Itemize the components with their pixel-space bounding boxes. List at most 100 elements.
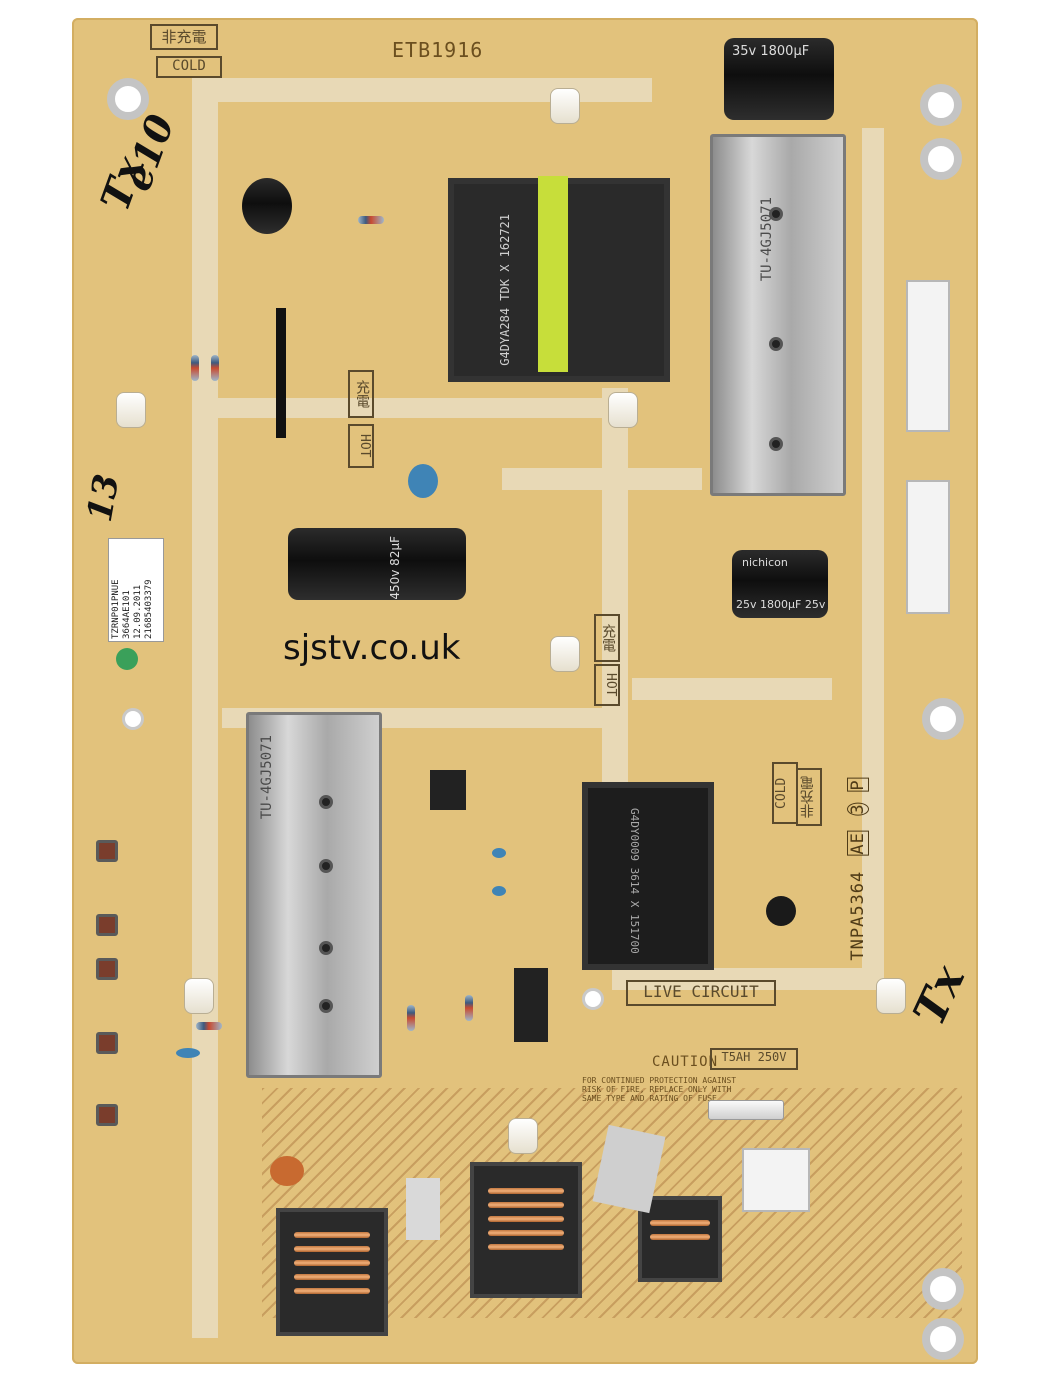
coil-winding bbox=[488, 1202, 564, 1208]
capacitor-mid-right-brand: nichicon bbox=[742, 556, 788, 569]
board-button bbox=[96, 1104, 118, 1126]
barcode-sticker: TZRNP01PNUE 3664AE101 12.09.2011 2168540… bbox=[108, 538, 164, 642]
coil-winding bbox=[294, 1260, 370, 1266]
revision-text: AE bbox=[847, 831, 869, 856]
revision-p: P bbox=[847, 778, 869, 792]
coil-winding bbox=[294, 1246, 370, 1252]
cold-label-top: COLD bbox=[156, 56, 222, 78]
secondary-transformer: G4DY0009 3614 X 151700 bbox=[582, 782, 714, 970]
heatsink-left-text: TU-4GJ5071 bbox=[259, 735, 275, 820]
model-marking: ETB1916 bbox=[392, 38, 484, 62]
coil-winding bbox=[294, 1274, 370, 1280]
ic-bar bbox=[276, 308, 286, 438]
mounting-hole bbox=[922, 1318, 964, 1360]
transformer2-label: G4DY0009 3614 X 151700 bbox=[628, 808, 641, 954]
coil-winding bbox=[650, 1220, 710, 1226]
coil-winding bbox=[488, 1216, 564, 1222]
sticker-line: 3664AE101 bbox=[122, 590, 132, 639]
heatsink-screw bbox=[319, 941, 333, 955]
varistor-dark bbox=[766, 896, 796, 926]
fuse-warning: FOR CONTINUED PROTECTION AGAINST RISK OF… bbox=[582, 1076, 737, 1103]
part-number-text: TNPA5364 bbox=[848, 870, 868, 961]
connector-top-right bbox=[906, 280, 950, 432]
small-capacitor bbox=[492, 886, 506, 896]
resistor bbox=[358, 216, 384, 224]
cold-label-mid-jp: 非充電 bbox=[796, 768, 822, 826]
watermark: sjstv.co.uk bbox=[283, 628, 461, 668]
resistor bbox=[407, 1005, 415, 1031]
mounting-hole bbox=[920, 138, 962, 180]
mounting-hole bbox=[922, 1268, 964, 1310]
via-hole bbox=[122, 708, 144, 730]
trace bbox=[612, 968, 882, 990]
trace bbox=[862, 128, 884, 988]
coil-winding bbox=[650, 1234, 710, 1240]
standoff bbox=[508, 1118, 538, 1154]
resistor bbox=[191, 355, 199, 381]
sticker-line: 21685403379 bbox=[144, 579, 154, 639]
heatsink-left: TU-4GJ5071 bbox=[246, 712, 382, 1078]
via-hole bbox=[582, 988, 604, 1010]
hot-label-mid-jp: 充電 bbox=[594, 614, 620, 662]
fuse-rating-label: T5AH 250V bbox=[710, 1048, 798, 1070]
resistor bbox=[196, 1022, 222, 1030]
standoff bbox=[184, 978, 214, 1014]
green-dot-sticker bbox=[116, 648, 138, 670]
live-circuit-label: LIVE CIRCUIT bbox=[626, 980, 776, 1006]
heatsink-screw bbox=[319, 795, 333, 809]
caution-label: CAUTION bbox=[652, 1054, 719, 1070]
standoff bbox=[608, 392, 638, 428]
cold-label-mid: COLD bbox=[772, 762, 798, 824]
hot-label-mid: HOT bbox=[594, 664, 620, 706]
sticker-line: TZRNP01PNUE bbox=[111, 579, 121, 639]
pcb-board: ETB1916 非充電 COLD 充電 HOT 充電 HOT 非充電 COLD … bbox=[72, 18, 978, 1364]
emi-coil-middle bbox=[470, 1162, 582, 1298]
transistor bbox=[430, 770, 466, 810]
coil-winding bbox=[294, 1288, 370, 1294]
main-capacitor: 450v 82μF bbox=[288, 528, 466, 600]
capacitor-top-right-label: 35v 1800μF bbox=[732, 44, 810, 59]
trace bbox=[192, 78, 218, 1338]
main-capacitor-label: 450v 82μF bbox=[388, 536, 402, 600]
emi-coil-right bbox=[638, 1196, 722, 1282]
hot-label-left: HOT bbox=[348, 424, 374, 468]
trace bbox=[192, 78, 652, 102]
coil-winding bbox=[488, 1244, 564, 1250]
revision-circle: 3 bbox=[847, 802, 869, 816]
trace bbox=[502, 468, 702, 490]
board-button bbox=[96, 914, 118, 936]
heatsink-screw bbox=[319, 859, 333, 873]
capacitor-small-top bbox=[242, 178, 292, 234]
heatsink-screw bbox=[769, 437, 783, 451]
board-button bbox=[96, 958, 118, 980]
trace bbox=[212, 398, 622, 418]
mounting-hole bbox=[920, 84, 962, 126]
standoff bbox=[550, 88, 580, 124]
transformer-label: G4DYA284 TDK X 162721 bbox=[498, 214, 512, 366]
sticker-line: 12.09.2011 bbox=[133, 584, 143, 639]
resistor bbox=[211, 355, 219, 381]
disc-capacitor bbox=[270, 1156, 304, 1186]
board-button bbox=[96, 840, 118, 862]
standoff bbox=[876, 978, 906, 1014]
emi-coil-left bbox=[276, 1208, 388, 1336]
part-number: TNPA5364 AE 3 P bbox=[847, 778, 869, 961]
mounting-hole bbox=[107, 78, 149, 120]
connector-mid-right bbox=[906, 480, 950, 614]
cold-label-top-jp: 非充電 bbox=[150, 24, 218, 50]
heatsink-screw bbox=[769, 207, 783, 221]
heatsink-right: TU-4GJ5071 bbox=[710, 134, 846, 496]
resistor bbox=[465, 995, 473, 1021]
small-capacitor bbox=[408, 464, 438, 498]
capacitor-top-right: 35v 1800μF bbox=[724, 38, 834, 120]
capacitor-mid-right-label: 25v 1800μF 25v bbox=[736, 598, 826, 611]
heatsink-screw bbox=[319, 999, 333, 1013]
coil-winding bbox=[294, 1232, 370, 1238]
ic-block bbox=[514, 968, 548, 1042]
handwritten-num-left: 13 bbox=[79, 471, 128, 525]
transformer-yellow-band bbox=[538, 176, 568, 372]
trace bbox=[632, 678, 832, 700]
heatsink-screw bbox=[769, 337, 783, 351]
fuse bbox=[708, 1100, 784, 1120]
board-button bbox=[96, 1032, 118, 1054]
